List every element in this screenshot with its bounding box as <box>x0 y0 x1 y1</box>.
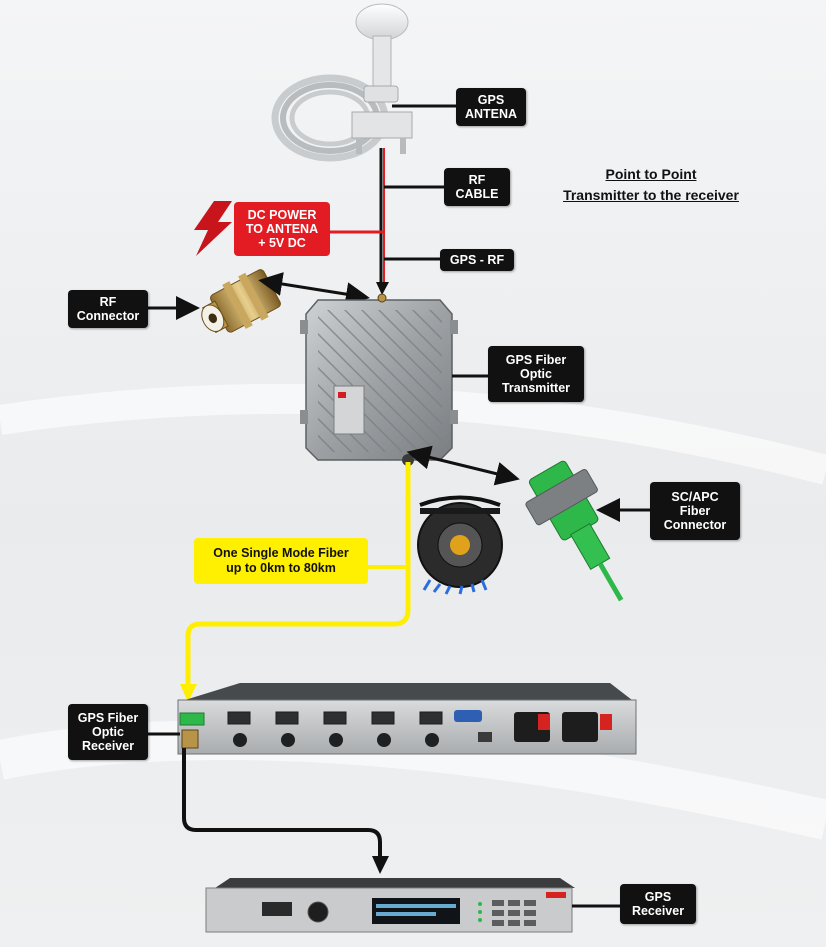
heading-line-1: Point to Point <box>605 166 697 182</box>
rf-cable-label: RF CABLE <box>444 168 510 206</box>
diagram-heading: Point to Point Transmitter to the receiv… <box>538 164 764 206</box>
single-mode-fiber-label: One Single Mode Fiber up to 0km to 80km <box>194 538 368 584</box>
gps-antenna-image <box>271 3 413 162</box>
fiber-reel-image <box>417 495 503 595</box>
rf-cable <box>376 148 389 295</box>
receiver-fiber-port <box>179 712 205 726</box>
single-mode-fiber-path <box>180 462 411 702</box>
gps-antenna-label: GPS ANTENA <box>456 88 526 126</box>
coax-to-gps-receiver <box>182 748 389 874</box>
gps-receiver-label: GPS Receiver <box>620 884 696 924</box>
receiver-label: GPS Fiber Optic Receiver <box>68 704 148 760</box>
lightning-bolt-icon <box>194 201 232 256</box>
rack-receiver-unit-image <box>177 683 637 755</box>
gps-receiver-unit-image <box>205 878 575 933</box>
transmitter-label: GPS Fiber Optic Transmitter <box>488 346 584 402</box>
dc-power-label: DC POWER TO ANTENA + 5V DC <box>234 202 330 256</box>
fiber-connector-double-arrow <box>406 445 520 486</box>
rf-connector-double-arrow <box>258 272 370 307</box>
transmitter-enclosure-image <box>300 293 458 466</box>
sc-apc-fiber-connector-image <box>525 460 624 602</box>
rf-connector-image <box>201 269 281 334</box>
fiber-connector-label: SC/APC Fiber Connector <box>650 482 740 540</box>
gps-rf-label: GPS - RF <box>440 249 514 271</box>
heading-line-2: Transmitter to the receiver <box>563 187 739 203</box>
rf-connector-label: RF Connector <box>68 290 148 328</box>
